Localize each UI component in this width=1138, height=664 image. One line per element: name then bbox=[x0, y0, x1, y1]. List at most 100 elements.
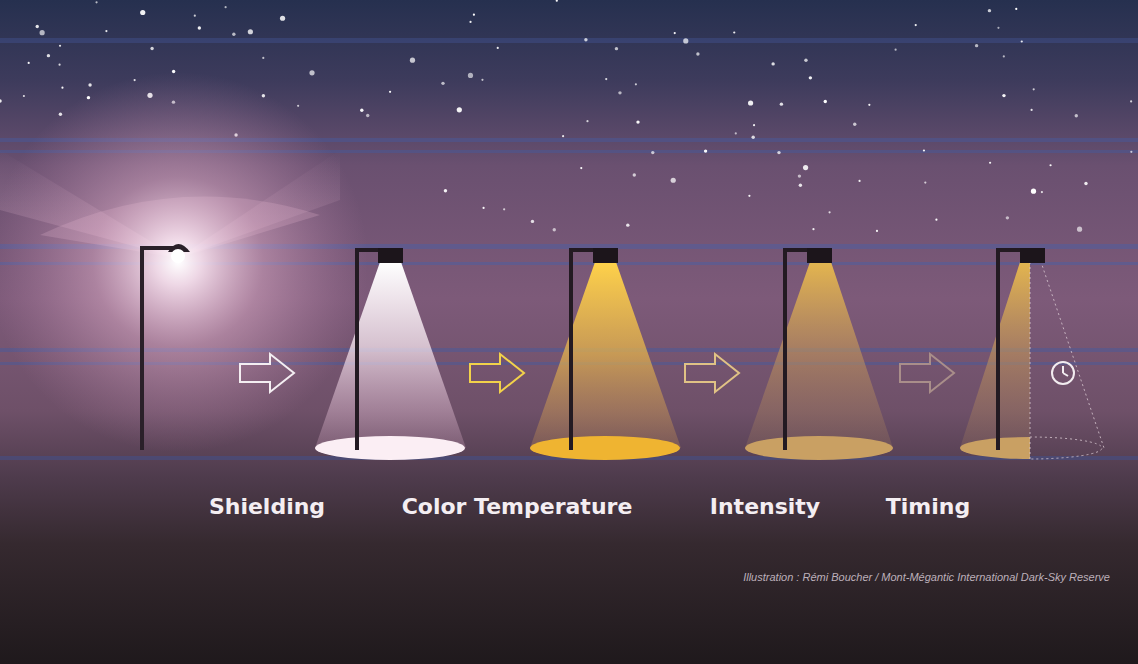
star bbox=[868, 104, 870, 106]
star bbox=[618, 91, 621, 94]
star bbox=[468, 73, 473, 78]
star bbox=[248, 29, 253, 34]
unshielded-lamp bbox=[0, 72, 368, 452]
step-arrows bbox=[240, 354, 954, 392]
star bbox=[804, 59, 807, 62]
star bbox=[733, 31, 735, 33]
star bbox=[562, 135, 564, 137]
star bbox=[1021, 40, 1023, 42]
star bbox=[497, 47, 499, 49]
star bbox=[225, 6, 227, 8]
star bbox=[615, 47, 618, 50]
star bbox=[556, 0, 558, 2]
star bbox=[95, 1, 97, 3]
star bbox=[636, 120, 639, 123]
star bbox=[503, 208, 505, 210]
star bbox=[915, 24, 917, 26]
star bbox=[635, 83, 637, 85]
star bbox=[975, 44, 978, 47]
star bbox=[280, 16, 285, 21]
star bbox=[61, 87, 63, 89]
star bbox=[1002, 94, 1005, 97]
star bbox=[1130, 100, 1132, 102]
star bbox=[59, 45, 61, 47]
star bbox=[777, 151, 780, 154]
star bbox=[1006, 216, 1009, 219]
star bbox=[297, 105, 299, 107]
star bbox=[671, 178, 676, 183]
star bbox=[150, 47, 153, 50]
star bbox=[748, 100, 753, 105]
star bbox=[389, 91, 391, 93]
star bbox=[798, 174, 801, 177]
star bbox=[198, 26, 201, 29]
star bbox=[1003, 55, 1005, 57]
warm-lamp bbox=[530, 248, 681, 460]
star bbox=[105, 30, 107, 32]
step-label: Shielding bbox=[209, 494, 325, 519]
star bbox=[1030, 109, 1032, 111]
star bbox=[748, 195, 750, 197]
star bbox=[828, 211, 830, 213]
star bbox=[809, 76, 812, 79]
star bbox=[651, 151, 654, 154]
star bbox=[580, 167, 582, 169]
star bbox=[36, 25, 39, 28]
star bbox=[683, 38, 688, 43]
star bbox=[28, 62, 30, 64]
star bbox=[40, 30, 45, 35]
star bbox=[605, 78, 607, 80]
star bbox=[262, 57, 264, 59]
star bbox=[553, 228, 556, 231]
shielded-lamp bbox=[315, 248, 466, 460]
star bbox=[997, 27, 999, 29]
star bbox=[633, 173, 636, 176]
star bbox=[469, 21, 471, 23]
star bbox=[1041, 191, 1043, 193]
star bbox=[1084, 182, 1087, 185]
star bbox=[923, 149, 925, 151]
star bbox=[531, 220, 534, 223]
credit-note: Illustration : Rémi Boucher / Mont-Mégan… bbox=[743, 571, 1110, 583]
star bbox=[803, 165, 808, 170]
star bbox=[1015, 8, 1017, 10]
star bbox=[366, 114, 369, 117]
star bbox=[88, 83, 91, 86]
star bbox=[481, 79, 483, 81]
star bbox=[360, 109, 363, 112]
star bbox=[1049, 164, 1051, 166]
star bbox=[194, 15, 196, 17]
star bbox=[23, 95, 25, 97]
star bbox=[584, 38, 587, 41]
step-label: Timing bbox=[886, 494, 970, 519]
star bbox=[140, 10, 145, 15]
star bbox=[482, 207, 484, 209]
star bbox=[47, 54, 50, 57]
star bbox=[704, 149, 707, 152]
clock-icon bbox=[1052, 362, 1074, 384]
star bbox=[1033, 88, 1035, 90]
star bbox=[753, 124, 755, 126]
star bbox=[799, 183, 802, 186]
star bbox=[853, 123, 856, 126]
star bbox=[0, 99, 2, 102]
star bbox=[1075, 114, 1078, 117]
timed-lamp bbox=[960, 248, 1104, 459]
star bbox=[989, 162, 991, 164]
star bbox=[444, 189, 447, 192]
star bbox=[895, 49, 897, 51]
star bbox=[58, 64, 60, 66]
star bbox=[771, 62, 774, 65]
star bbox=[696, 52, 699, 55]
star bbox=[988, 9, 991, 12]
star bbox=[674, 32, 676, 34]
star bbox=[232, 33, 235, 36]
star bbox=[824, 100, 827, 103]
star bbox=[1031, 189, 1036, 194]
star bbox=[751, 136, 754, 139]
star bbox=[935, 219, 937, 221]
star bbox=[780, 102, 783, 105]
star bbox=[586, 120, 588, 122]
